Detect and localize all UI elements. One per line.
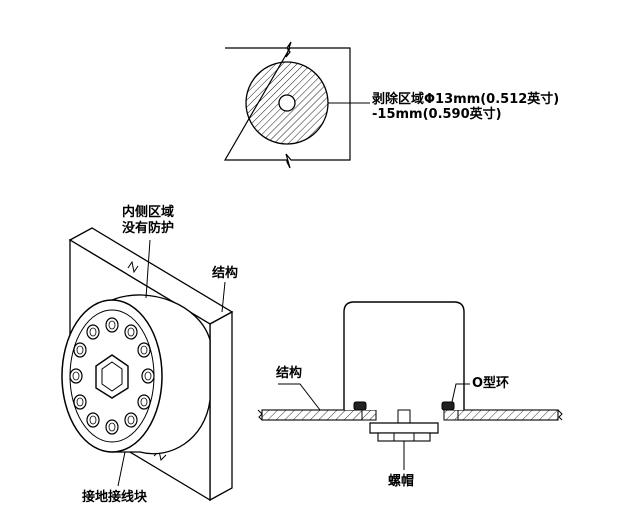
o-rings — [353, 401, 455, 411]
ground-block-label: 接地接线块 — [82, 490, 148, 505]
strip-area-label-line2: -15mm(0.590英寸) — [372, 107, 502, 122]
left-structure-label: 结构 — [212, 266, 239, 281]
top-view — [223, 41, 370, 169]
housing-body — [343, 301, 465, 410]
panel-square — [223, 41, 351, 169]
center-hole — [278, 94, 296, 112]
nut-assembly — [369, 409, 439, 442]
ground-block-body — [61, 294, 211, 455]
inner-area-label-line2: 没有防护 — [122, 221, 175, 236]
terminal-holes — [69, 317, 155, 435]
strip-area-label-line1: 剥除区域Φ13mm(0.512英寸) — [372, 92, 560, 107]
nut-label: 螺帽 — [388, 474, 415, 489]
o-ring-label: O型环 — [472, 376, 510, 391]
right-view — [257, 301, 563, 470]
left-view — [61, 227, 234, 502]
inner-area-label-line1: 内侧区域 — [122, 205, 175, 220]
right-structure-label: 结构 — [276, 366, 303, 381]
